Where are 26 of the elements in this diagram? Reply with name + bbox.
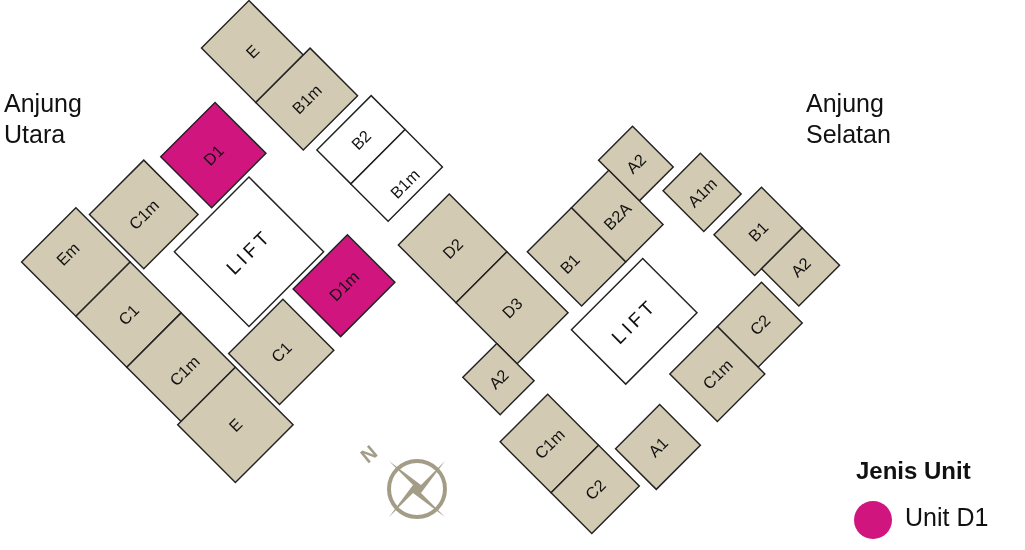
unit-label: C2 <box>581 475 609 504</box>
unit-label: C2 <box>746 311 774 339</box>
unit-label: A1 <box>644 433 672 461</box>
unit-label: B2A <box>599 198 635 234</box>
unit-label: B1 <box>556 250 584 278</box>
unit-label: D1 <box>199 141 228 169</box>
unit-label: D2 <box>438 234 467 263</box>
unit-label: E <box>225 414 246 436</box>
wing-label: Anjung Selatan <box>806 88 892 151</box>
unit-label: D3 <box>498 294 526 322</box>
legend-title: Jenis Unit <box>856 456 971 486</box>
unit-label: A2 <box>787 253 814 281</box>
unit-label: C1 <box>114 300 143 329</box>
unit-label: C1m <box>530 425 568 463</box>
legend-label: Unit D1 <box>905 502 989 533</box>
unit-label: B1 <box>744 218 772 245</box>
unit-label: A2 <box>622 150 650 177</box>
unit-label: B2 <box>347 126 375 154</box>
unit-label: A2 <box>485 365 512 393</box>
unit-label: C1m <box>698 355 736 393</box>
compass-north-letter: N <box>355 440 383 469</box>
unit-label: Em <box>52 238 83 269</box>
unit-label: C1 <box>267 338 295 366</box>
wing-label: Anjung Utara <box>4 88 83 151</box>
unit-label: C1m <box>165 352 204 390</box>
unit-label: E <box>242 41 263 62</box>
